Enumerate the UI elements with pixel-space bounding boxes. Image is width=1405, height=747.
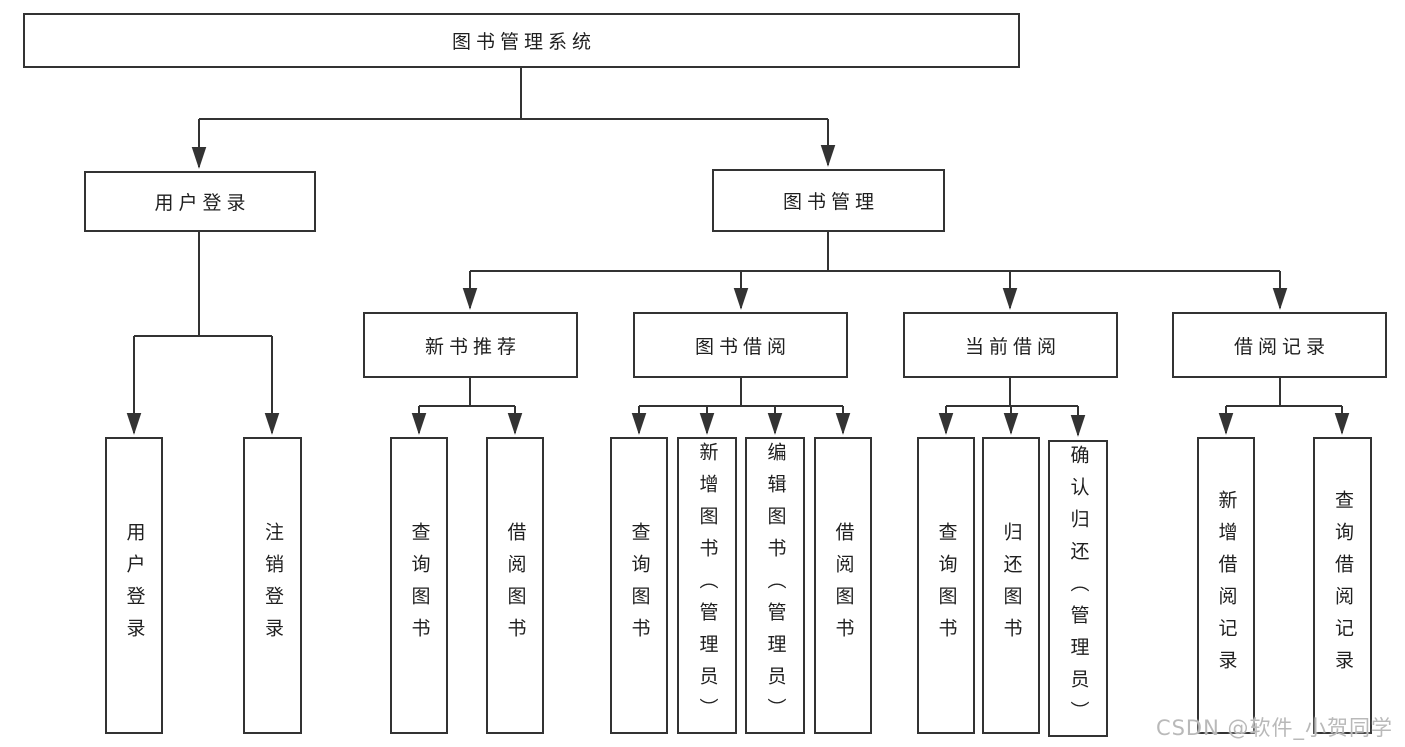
edge-new-book-rec-to-leaves — [411, 378, 523, 435]
node-label: 用户登录 — [154, 192, 251, 214]
node-label: 查询图书 — [408, 521, 431, 650]
leaf-return-books: 归还图书 — [982, 437, 1040, 734]
node-label: 新书推荐 — [424, 335, 521, 358]
edge-user-login-to-leaves — [126, 232, 280, 435]
node-label: 当前借阅 — [964, 335, 1061, 358]
node-label: 借阅记录 — [1233, 335, 1330, 358]
leaf-add-books-admin: 新增图书（管理员） — [677, 437, 737, 734]
node-label: 归还图书 — [1000, 521, 1023, 650]
node-current-borrowing: 当前借阅 — [903, 312, 1118, 378]
node-label: 新增借阅记录 — [1215, 489, 1238, 682]
leaf-user-login: 用户登录 — [105, 437, 163, 734]
node-label: 图书管理 — [782, 191, 879, 213]
node-label: 借阅图书 — [504, 521, 527, 650]
node-label: 借阅图书 — [832, 521, 855, 650]
edge-book-management-to-level3 — [462, 232, 1288, 310]
node-label: 编辑图书（管理员） — [764, 441, 787, 730]
node-label: 用户登录 — [123, 521, 146, 650]
leaf-search-books-bb: 查询图书 — [610, 437, 668, 734]
node-label: 新增图书（管理员） — [696, 441, 719, 730]
node-book-borrowing: 图书借阅 — [633, 312, 848, 378]
node-book-management: 图书管理 — [712, 169, 945, 232]
node-library-management-system: 图书管理系统 — [23, 13, 1020, 68]
node-label: 查询图书 — [935, 521, 958, 650]
leaf-search-borrowing-record: 查询借阅记录 — [1313, 437, 1372, 734]
node-new-book-recommendation: 新书推荐 — [363, 312, 578, 378]
node-user-login: 用户登录 — [84, 171, 316, 232]
leaf-add-borrowing-record: 新增借阅记录 — [1197, 437, 1255, 734]
leaf-search-books-nb: 查询图书 — [390, 437, 448, 734]
edge-borrowing-records-to-leaves — [1218, 378, 1350, 435]
edge-book-borrowing-to-leaves — [631, 378, 851, 435]
leaf-edit-books-admin: 编辑图书（管理员） — [745, 437, 805, 734]
csdn-watermark: CSDN @软件_小贺同学 — [1155, 716, 1393, 740]
node-label: 注销登录 — [262, 521, 284, 650]
node-label: 查询借阅记录 — [1332, 489, 1354, 682]
edge-current-borrowing-to-leaves — [938, 378, 1086, 437]
leaf-search-books-cb: 查询图书 — [917, 437, 975, 734]
node-label: 图书管理系统 — [451, 31, 596, 53]
node-borrowing-records: 借阅记录 — [1172, 312, 1387, 378]
leaf-logout: 注销登录 — [243, 437, 302, 734]
leaf-borrow-books-nb: 借阅图书 — [486, 437, 544, 734]
node-label: 查询图书 — [628, 521, 651, 650]
node-label: 确认归还（管理员） — [1067, 444, 1090, 733]
leaf-borrow-books-bb: 借阅图书 — [814, 437, 872, 734]
node-label: 图书借阅 — [694, 335, 791, 358]
edge-root-to-level2 — [191, 68, 836, 169]
leaf-confirm-return-admin: 确认归还（管理员） — [1048, 440, 1108, 737]
